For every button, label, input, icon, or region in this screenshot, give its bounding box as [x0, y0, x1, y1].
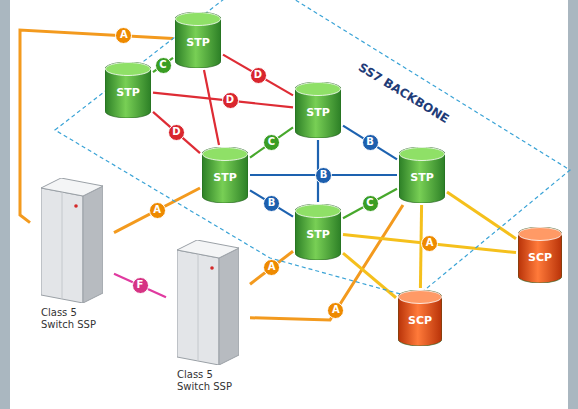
signaling-link	[343, 235, 516, 253]
link-type-badge: B	[315, 167, 332, 184]
link-type-badge: D	[168, 124, 185, 141]
link-type-badge: C	[155, 57, 172, 74]
signaling-link	[250, 190, 293, 216]
link-type-badge: B	[362, 134, 379, 151]
link-type-badge: A	[263, 259, 280, 276]
signaling-link	[250, 205, 403, 320]
stp-cylinder: STP	[295, 204, 341, 260]
cabinet-front	[41, 188, 83, 303]
cabinet-top	[41, 178, 103, 196]
cylinder-body	[398, 290, 442, 346]
signaling-link	[114, 188, 200, 233]
cabinet-lamp	[74, 204, 78, 208]
cylinder-body	[518, 227, 562, 283]
cylinder-top	[519, 228, 562, 241]
cylinder-body	[202, 147, 248, 203]
cabinet-symbol	[177, 240, 239, 365]
link-type-badge: C	[362, 195, 379, 212]
cabinet-top	[177, 240, 239, 258]
node-label: SS7 BACKBONE	[356, 60, 451, 126]
cylinder-body	[295, 204, 341, 260]
cabinet-symbol	[41, 178, 103, 303]
stp-cylinder: STP	[105, 62, 151, 118]
stp-cylinder: STP	[399, 147, 445, 203]
signaling-link	[343, 126, 397, 160]
switch-cabinet: Class 5 Switch SSP	[32, 178, 112, 331]
cylinder-top	[296, 205, 341, 218]
scp-cylinder: SCP	[518, 227, 562, 283]
signaling-link	[343, 189, 397, 219]
node-label: STP	[295, 82, 341, 120]
cylinder-top	[203, 148, 248, 161]
cylinder-body	[105, 62, 151, 118]
cabinet-side	[219, 248, 239, 365]
link-type-badge: A	[115, 27, 132, 44]
link-type-badge: D	[250, 67, 267, 84]
scp-cylinder: SCP	[398, 290, 442, 346]
cabinet-front	[177, 250, 219, 365]
panel	[10, 0, 568, 409]
cylinder-body	[399, 147, 445, 203]
link-type-badge: F	[132, 277, 149, 294]
cylinder-top	[176, 13, 221, 26]
signaling-link	[223, 55, 293, 96]
cabinet-door	[198, 254, 199, 361]
link-type-badge: B	[263, 195, 280, 212]
node-label: Class 5 Switch SSP	[32, 307, 112, 331]
stp-cylinder: STP	[295, 82, 341, 138]
node-label: STP	[202, 147, 248, 185]
node-label: STP	[295, 204, 341, 242]
link-type-badge: A	[421, 235, 438, 252]
node-label: Class 5 Switch SSP	[168, 369, 248, 393]
link-type-badge: D	[222, 92, 239, 109]
cabinet-side	[83, 186, 103, 303]
link-type-badge: A	[327, 302, 344, 319]
node-label: STP	[105, 62, 151, 100]
stp-cylinder: STP	[202, 147, 248, 203]
stp-cylinder: STP	[175, 12, 221, 68]
signaling-link	[250, 127, 293, 157]
switch-cabinet: Class 5 Switch SSP	[168, 240, 248, 393]
signaling-link	[153, 112, 200, 153]
node-label: STP	[399, 147, 445, 185]
signaling-link	[343, 253, 396, 298]
node-label: SCP	[518, 227, 562, 265]
cylinder-top	[399, 291, 442, 304]
signaling-link	[114, 274, 166, 298]
cabinet-door	[62, 192, 63, 299]
cylinder-body	[175, 12, 221, 68]
cabinet-lamp	[210, 266, 214, 270]
signaling-link	[250, 251, 293, 284]
node-label: SCP	[398, 290, 442, 328]
cylinder-top	[106, 63, 151, 76]
link-type-badge: C	[263, 134, 280, 151]
signaling-link	[204, 70, 219, 145]
cylinder-body	[295, 82, 341, 138]
cylinder-top	[400, 148, 445, 161]
node-label: STP	[175, 12, 221, 50]
region-border	[55, 0, 570, 298]
cylinder-top	[296, 83, 341, 96]
signaling-link	[447, 192, 516, 239]
link-type-badge: A	[149, 202, 166, 219]
